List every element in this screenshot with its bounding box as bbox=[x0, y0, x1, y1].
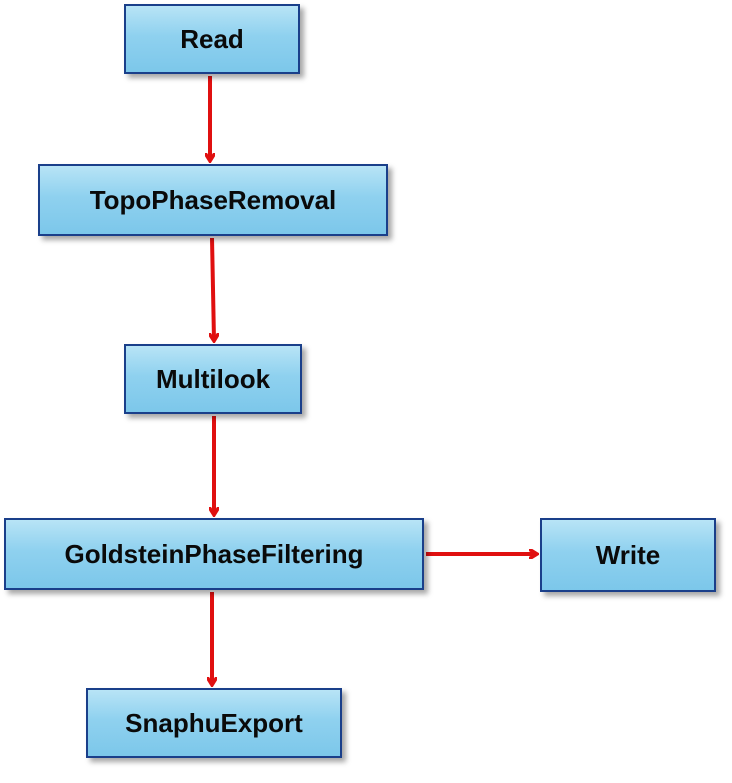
node-read-label: Read bbox=[180, 23, 244, 54]
node-write[interactable]: Write bbox=[540, 518, 716, 592]
node-topophaseremoval[interactable]: TopoPhaseRemoval bbox=[38, 164, 388, 236]
node-multilook[interactable]: Multilook bbox=[124, 344, 302, 414]
node-multilook-label: Multilook bbox=[155, 363, 271, 394]
node-snaphuexport[interactable]: SnaphuExport bbox=[86, 688, 342, 758]
node-read[interactable]: Read bbox=[124, 4, 300, 74]
node-goldsteinphasefiltering[interactable]: GoldsteinPhaseFiltering bbox=[4, 518, 424, 590]
node-topophaseremoval-label: TopoPhaseRemoval bbox=[89, 184, 337, 215]
edge-topophaseremoval-to-multilook bbox=[212, 237, 214, 340]
node-goldsteinphasefiltering-label: GoldsteinPhaseFiltering bbox=[64, 538, 364, 569]
node-write-label: Write bbox=[595, 539, 661, 570]
node-snaphuexport-label: SnaphuExport bbox=[125, 707, 303, 738]
